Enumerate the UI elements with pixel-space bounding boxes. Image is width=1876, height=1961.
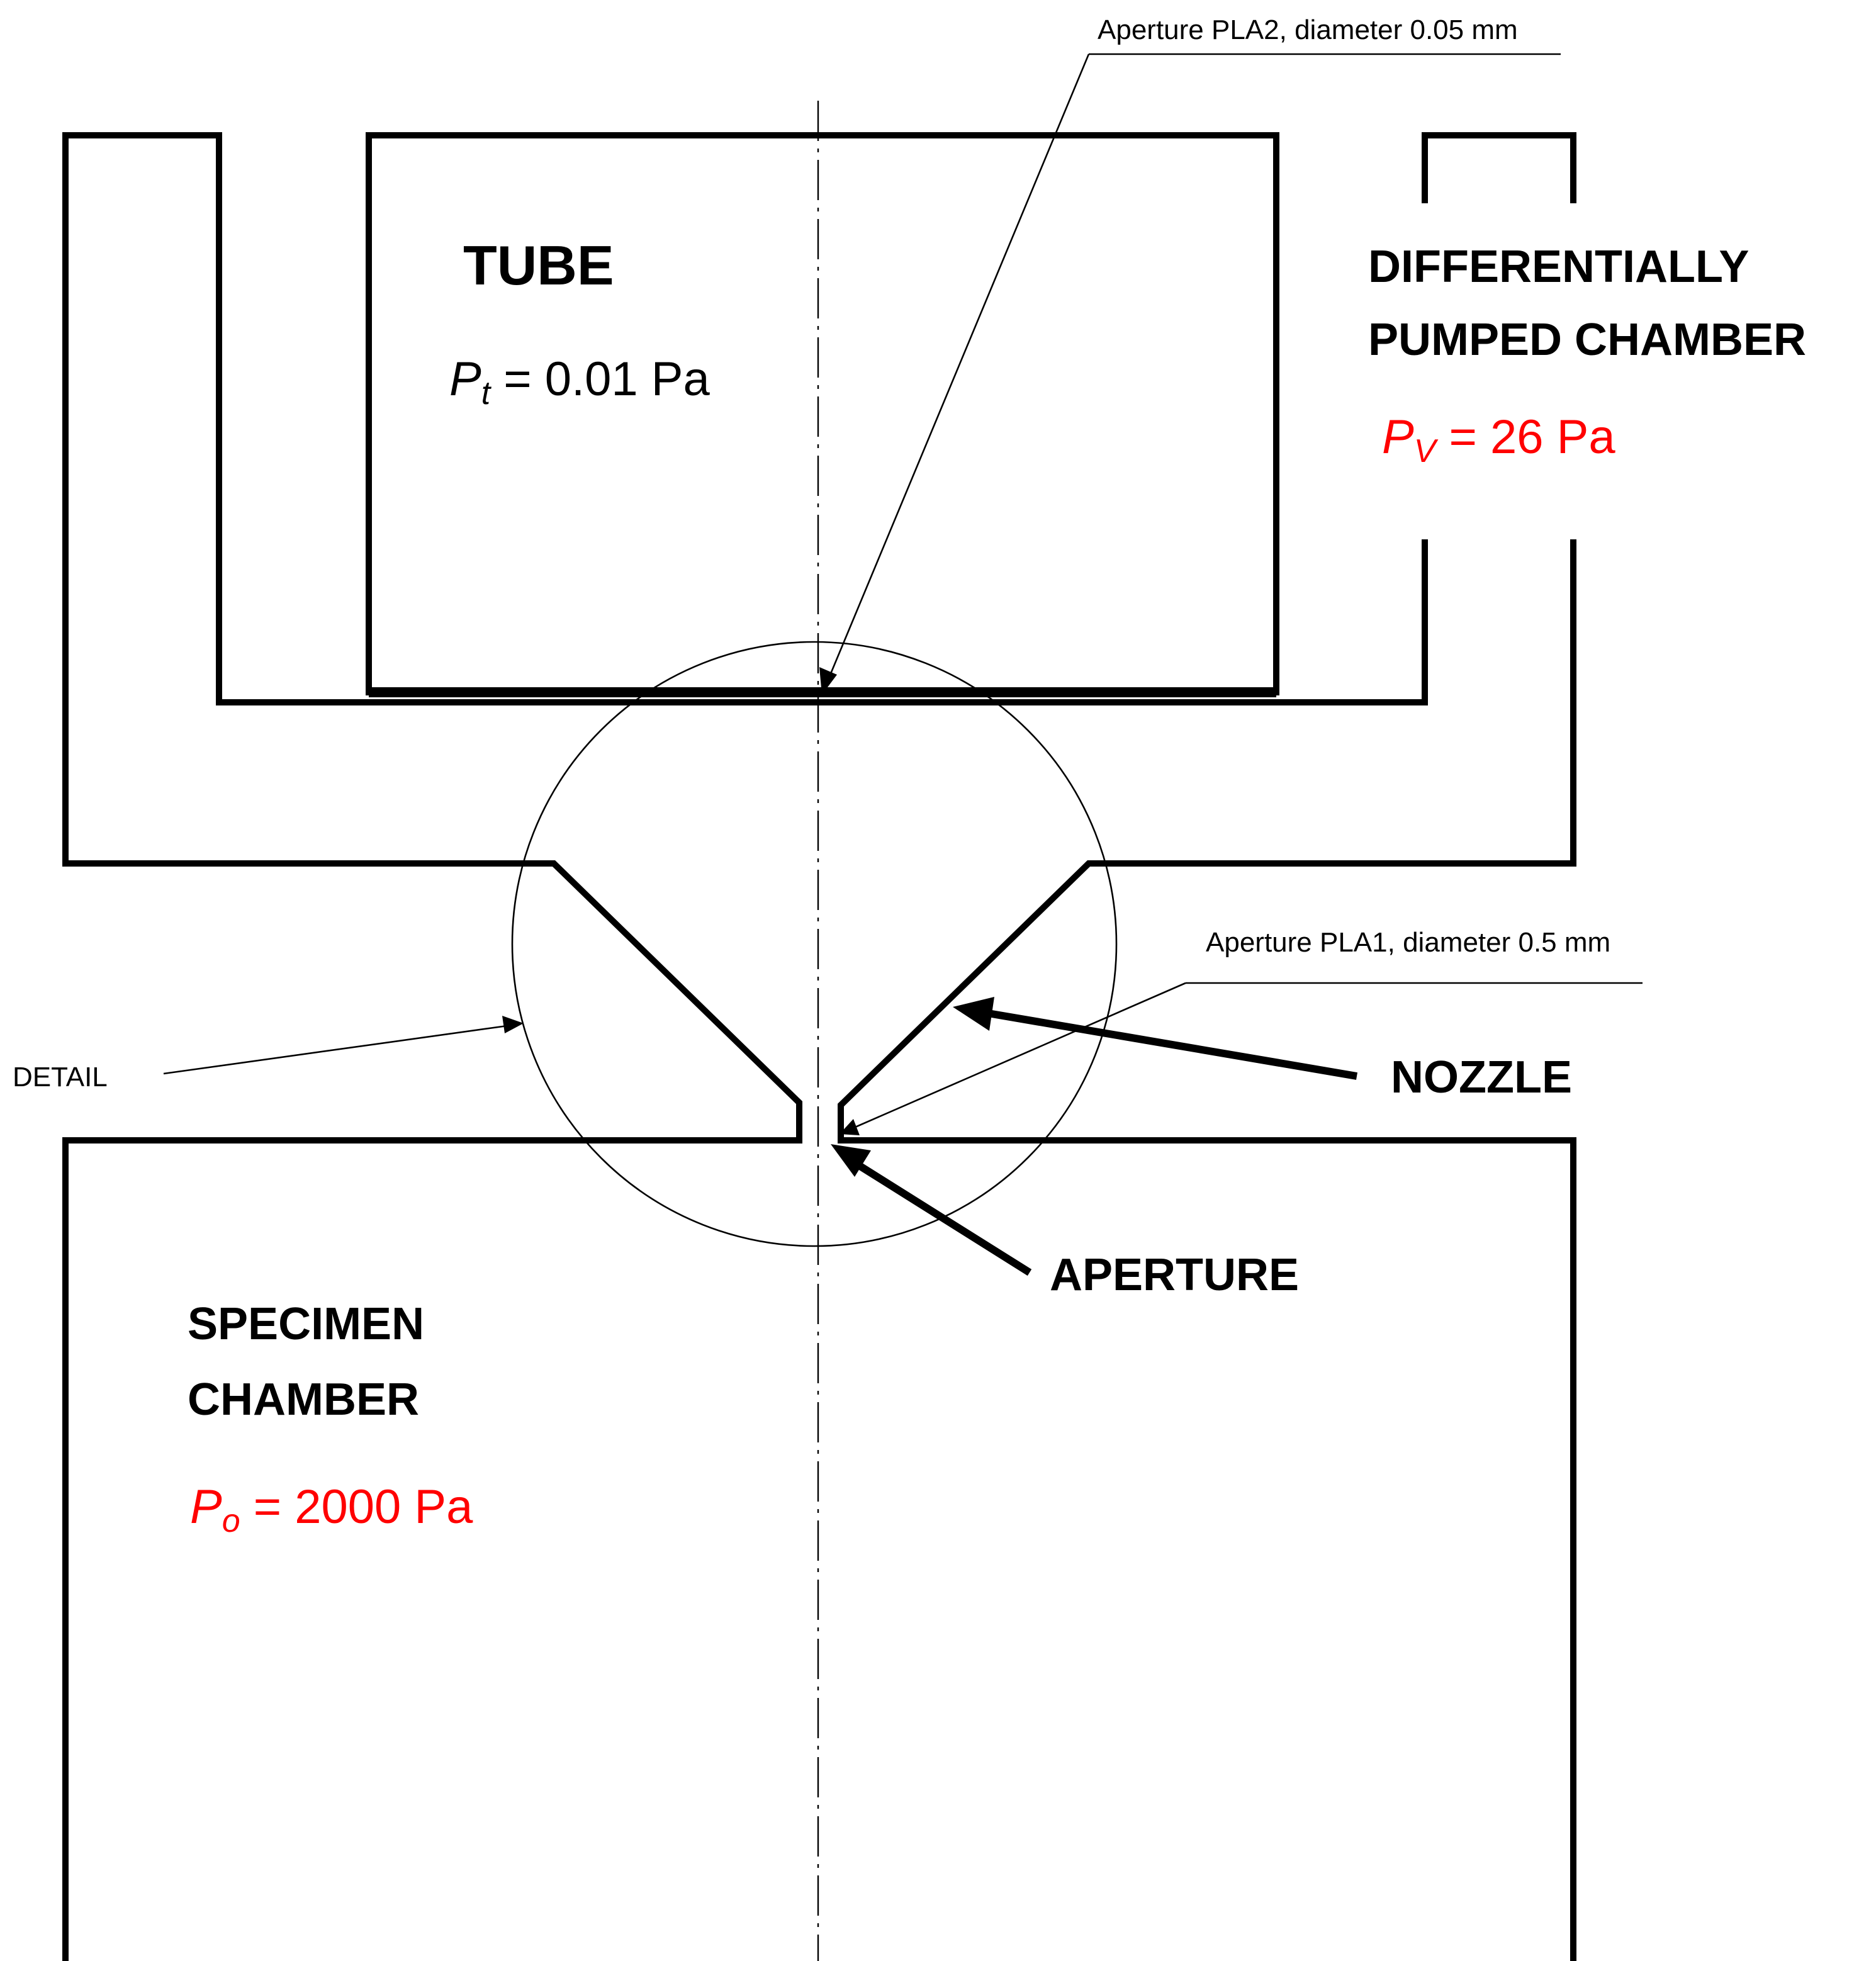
detail-leader-arrowhead (502, 1016, 524, 1033)
specimen-pressure-symbol: P (190, 1480, 222, 1534)
dpc-label-line2: PUMPED CHAMBER (1368, 315, 1806, 365)
aperture-arrow-shaft (855, 1160, 1032, 1276)
pla1-label: Aperture PLA1, diameter 0.5 mm (1206, 927, 1610, 958)
tube-pressure-subscript: t (481, 375, 492, 412)
dpc-pressure-value: = 26 Pa (1435, 410, 1615, 464)
specimen-label-line2: CHAMBER (188, 1374, 419, 1425)
nozzle-label: NOZZLE (1391, 1052, 1572, 1103)
nozzle-left (62, 860, 802, 1143)
specimen-label-line1: SPECIMEN (188, 1299, 424, 1349)
detail-leader-line (163, 1025, 508, 1075)
specimen-pressure: Po = 2000 Pa (190, 1480, 473, 1539)
tube-pressure: Pt = 0.01 Pa (449, 352, 710, 412)
dpc-pressure-symbol: P (1382, 410, 1414, 464)
nozzle-arrow-head (953, 997, 994, 1031)
pla1-leader-line (850, 982, 1186, 1130)
aperture-arrow-head (831, 1144, 871, 1177)
specimen-pressure-subscript: o (222, 1503, 240, 1539)
tube-label: TUBE (463, 234, 614, 296)
dpc-pressure-subscript: V (1414, 433, 1439, 469)
outer-wall (62, 132, 1428, 867)
dpc-top-wall (1422, 132, 1576, 203)
tube-pressure-value: = 0.01 Pa (490, 352, 710, 406)
specimen-pressure-value: = 2000 Pa (240, 1480, 473, 1534)
detail-label: DETAIL (13, 1062, 108, 1093)
nozzle-right (838, 860, 1576, 1143)
tube-walls (366, 132, 1279, 695)
pla1-leader-arrowhead (840, 1119, 860, 1135)
dpc-pressure: PV = 26 Pa (1382, 410, 1615, 469)
specimen-chamber-left (62, 1137, 802, 1961)
specimen-chamber-right (838, 1137, 1576, 1961)
tube-pressure-symbol: P (449, 352, 481, 406)
detail-circle (511, 641, 1118, 1247)
pla2-leader-line (827, 53, 1090, 680)
aperture-label: APERTURE (1050, 1250, 1299, 1300)
pla2-label: Aperture PLA2, diameter 0.05 mm (1098, 14, 1518, 45)
nozzle-arrow-shaft (987, 1009, 1358, 1080)
pla2-leader-arrowhead (819, 667, 837, 695)
dpc-label-line1: DIFFERENTIALLY (1368, 242, 1749, 292)
